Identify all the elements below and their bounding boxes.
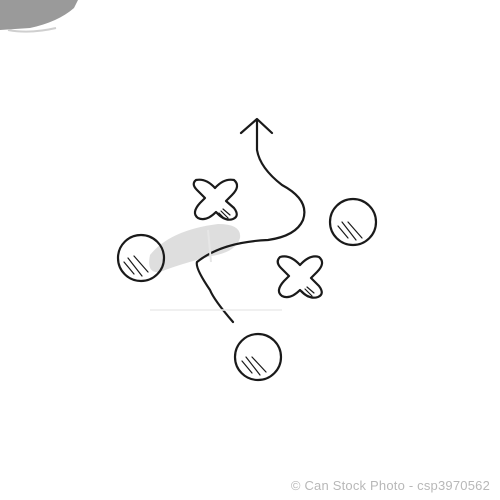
o-marker [233,332,283,382]
stock-watermark-text: © Can Stock Photo - csp3970562 [290,478,490,493]
watermark-footer: © Can Stock Photo - csp3970562 [0,470,500,500]
o-marker [116,233,166,283]
play-route-arrow [195,117,306,324]
grey-brush-smudge [149,224,241,273]
watermark-strokes [150,229,282,311]
x-marker [192,178,239,221]
watermark-corner-badge [0,0,78,33]
o-marker [328,197,378,247]
x-marker [276,255,324,299]
